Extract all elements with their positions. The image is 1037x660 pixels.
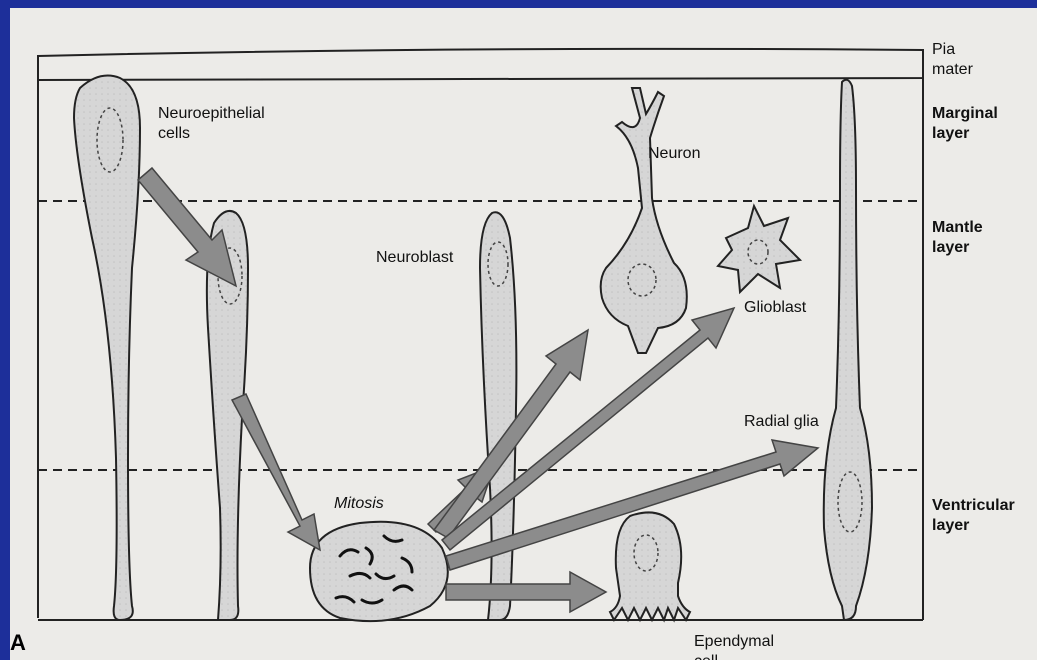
mitosis-label: Mitosis (334, 494, 384, 514)
pia-label-line1: Pia (932, 40, 973, 60)
neuroblast-label: Neuroblast (376, 248, 453, 268)
glioblast-cell (718, 206, 800, 292)
ventricular-layer-label: Ventricular layer (932, 496, 1015, 536)
diagram-frame: Pia mater Marginal layer Mantle layer Ve… (10, 8, 1037, 660)
panel-letter: A (10, 630, 26, 656)
neuron-cell (601, 88, 687, 353)
ependymal-label: Ependymal cell (694, 632, 774, 660)
mantle-label-line2: layer (932, 238, 983, 258)
neuroepithelial-label-line1: Neuroepithelial (158, 104, 265, 124)
neuron-label: Neuron (648, 144, 700, 164)
ependymal-label-line2: cell (694, 652, 774, 660)
ventricular-label-line2: layer (932, 516, 1015, 536)
mitosis-cell (310, 522, 448, 621)
marginal-layer-label: Marginal layer (932, 104, 998, 144)
pia-mater-boundary (38, 49, 923, 80)
ventricular-label-line1: Ventricular (932, 496, 1015, 516)
marginal-label-line2: layer (932, 124, 998, 144)
neuroepithelial-label: Neuroepithelial cells (158, 104, 265, 144)
arrow-mitosis-to-ependymal (446, 572, 606, 612)
radial-glia-label: Radial glia (744, 412, 819, 432)
neuroepithelial-cell (74, 76, 140, 620)
arrow-neuroblast-to-mitosis (232, 394, 320, 550)
ependymal-cell (610, 512, 690, 620)
radial-glia-cell (824, 80, 872, 620)
pia-label-line2: mater (932, 60, 973, 80)
ependymal-label-line1: Ependymal (694, 632, 774, 652)
mantle-label-line1: Mantle (932, 218, 983, 238)
neuroepithelial-label-line2: cells (158, 124, 265, 144)
mantle-layer-label: Mantle layer (932, 218, 983, 258)
glioblast-label: Glioblast (744, 298, 806, 318)
pia-mater-label: Pia mater (932, 40, 973, 80)
marginal-label-line1: Marginal (932, 104, 998, 124)
